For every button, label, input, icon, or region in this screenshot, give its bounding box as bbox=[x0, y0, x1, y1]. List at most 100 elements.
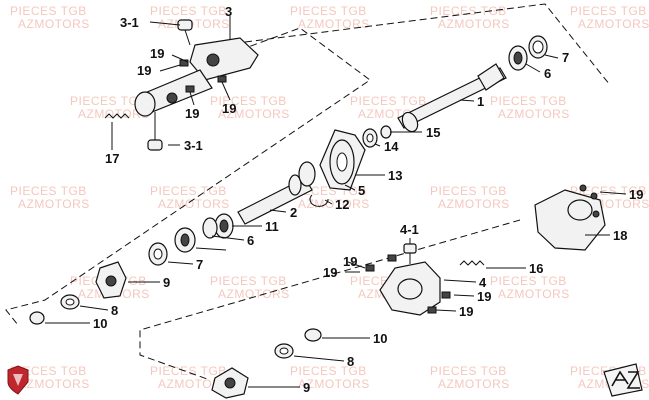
label-19-g: 19 bbox=[477, 289, 491, 304]
label-11: 11 bbox=[265, 219, 279, 234]
label-19-b: 19 bbox=[137, 63, 151, 78]
label-1: 1 bbox=[477, 94, 484, 109]
az-logo-icon bbox=[603, 363, 643, 397]
watermark-line1: PIECES TGB bbox=[490, 94, 567, 108]
gear-13-part bbox=[319, 129, 366, 191]
watermark-line2: AZMOTORS bbox=[438, 377, 510, 391]
label-19-a: 19 bbox=[150, 46, 164, 61]
watermark-line2: AZMOTORS bbox=[578, 17, 649, 31]
watermark-line2: AZMOTORS bbox=[298, 17, 370, 31]
oil-seal-top bbox=[528, 35, 548, 59]
label-7-mid: 7 bbox=[196, 257, 203, 272]
watermark-line2: AZMOTORS bbox=[298, 197, 370, 211]
circlip-12-part bbox=[309, 194, 329, 207]
label-19-cover: 19 bbox=[629, 187, 643, 202]
label-17: 17 bbox=[105, 151, 119, 166]
label-3-1-bottom: 3-1 bbox=[184, 138, 203, 153]
watermark-line2: AZMOTORS bbox=[498, 107, 570, 121]
label-19-f: 19 bbox=[323, 265, 337, 280]
watermark-line1: PIECES TGB bbox=[10, 364, 87, 378]
watermark-line2: AZMOTORS bbox=[158, 377, 230, 391]
watermark-line2: AZMOTORS bbox=[78, 107, 150, 121]
label-15: 15 bbox=[426, 125, 440, 140]
watermark-line1: PIECES TGB bbox=[70, 94, 147, 108]
watermark-line2: AZMOTORS bbox=[18, 197, 90, 211]
watermark-line2: AZMOTORS bbox=[158, 197, 230, 211]
reference-labels: 3-1 3 19 19 19 19 17 3-1 7 6 1 15 14 13 … bbox=[93, 4, 643, 395]
label-10-bottom: 10 bbox=[373, 331, 387, 346]
label-19-d: 19 bbox=[222, 101, 236, 116]
watermark-line1: PIECES TGB bbox=[150, 184, 227, 198]
universal-joint-part bbox=[134, 19, 259, 151]
watermark-line1: PIECES TGB bbox=[430, 184, 507, 198]
label-9-bottom: 9 bbox=[303, 380, 310, 395]
label-14: 14 bbox=[384, 139, 399, 154]
watermark-line1: PIECES TGB bbox=[430, 364, 507, 378]
seal-7-part bbox=[148, 242, 168, 266]
watermark-line2: AZMOTORS bbox=[218, 107, 290, 121]
label-3: 3 bbox=[225, 4, 232, 19]
watermark-line1: PIECES TGB bbox=[210, 274, 287, 288]
label-13: 13 bbox=[388, 168, 402, 183]
label-18: 18 bbox=[613, 228, 627, 243]
label-19-h: 19 bbox=[459, 304, 473, 319]
watermark-line1: PIECES TGB bbox=[290, 364, 367, 378]
watermark-line2: AZMOTORS bbox=[18, 377, 90, 391]
flange-9b-part bbox=[211, 367, 249, 399]
watermark-line2: AZMOTORS bbox=[18, 17, 90, 31]
spring-16-part bbox=[459, 260, 485, 266]
watermark-line1: PIECES TGB bbox=[570, 4, 647, 18]
label-4: 4 bbox=[479, 275, 487, 290]
label-6-top: 6 bbox=[544, 66, 551, 81]
watermark-line2: AZMOTORS bbox=[298, 377, 370, 391]
label-8-bottom: 8 bbox=[347, 354, 354, 369]
bearing-6b-part bbox=[174, 227, 196, 253]
watermark-line1: PIECES TGB bbox=[150, 4, 227, 18]
washer-8-part bbox=[60, 294, 80, 310]
watermark-line1: PIECES TGB bbox=[350, 94, 427, 108]
watermark-line1: PIECES TGB bbox=[10, 184, 87, 198]
watermark-line1: PIECES TGB bbox=[570, 184, 647, 198]
label-16: 16 bbox=[529, 261, 543, 276]
label-12: 12 bbox=[335, 197, 349, 212]
drive-shaft-part bbox=[397, 63, 507, 133]
label-5: 5 bbox=[358, 183, 365, 198]
nut-10-part bbox=[29, 311, 45, 325]
label-8-left: 8 bbox=[111, 303, 118, 318]
watermark-line2: AZMOTORS bbox=[438, 17, 510, 31]
cover-18-part bbox=[534, 184, 606, 251]
washer-10b-part bbox=[304, 328, 322, 342]
label-19-c: 19 bbox=[185, 106, 199, 121]
watermark-line1: PIECES TGB bbox=[10, 4, 87, 18]
label-10-left: 10 bbox=[93, 316, 107, 331]
leader-lines bbox=[45, 16, 627, 388]
nut-15-part bbox=[380, 125, 392, 139]
bearing-11-part bbox=[214, 213, 234, 239]
spring-17-part bbox=[104, 113, 130, 119]
watermark-line1: PIECES TGB bbox=[490, 274, 567, 288]
washer-14-part bbox=[362, 128, 378, 148]
flange-9-part bbox=[95, 261, 127, 299]
watermark-line1: PIECES TGB bbox=[150, 364, 227, 378]
tgb-shield-logo-icon bbox=[7, 365, 29, 395]
label-6-mid: 6 bbox=[247, 233, 254, 248]
watermark-line2: AZMOTORS bbox=[158, 17, 230, 31]
pinion-shaft-part bbox=[237, 161, 316, 225]
label-7-top: 7 bbox=[562, 50, 569, 65]
label-9-left: 9 bbox=[163, 275, 170, 290]
label-19-e: 19 bbox=[343, 254, 357, 269]
axis-lines bbox=[5, 3, 611, 381]
bearing-6-part bbox=[202, 217, 218, 239]
washer-8b-part bbox=[274, 343, 294, 359]
watermark-line2: AZMOTORS bbox=[438, 197, 510, 211]
watermark-line1: PIECES TGB bbox=[430, 4, 507, 18]
label-4-1: 4-1 bbox=[400, 222, 419, 237]
watermark-line2: AZMOTORS bbox=[498, 287, 570, 301]
watermark-line2: AZMOTORS bbox=[218, 287, 290, 301]
bearing-top bbox=[508, 45, 528, 71]
label-2: 2 bbox=[290, 205, 297, 220]
watermark-line1: PIECES TGB bbox=[290, 4, 367, 18]
label-3-1-top: 3-1 bbox=[120, 15, 139, 30]
